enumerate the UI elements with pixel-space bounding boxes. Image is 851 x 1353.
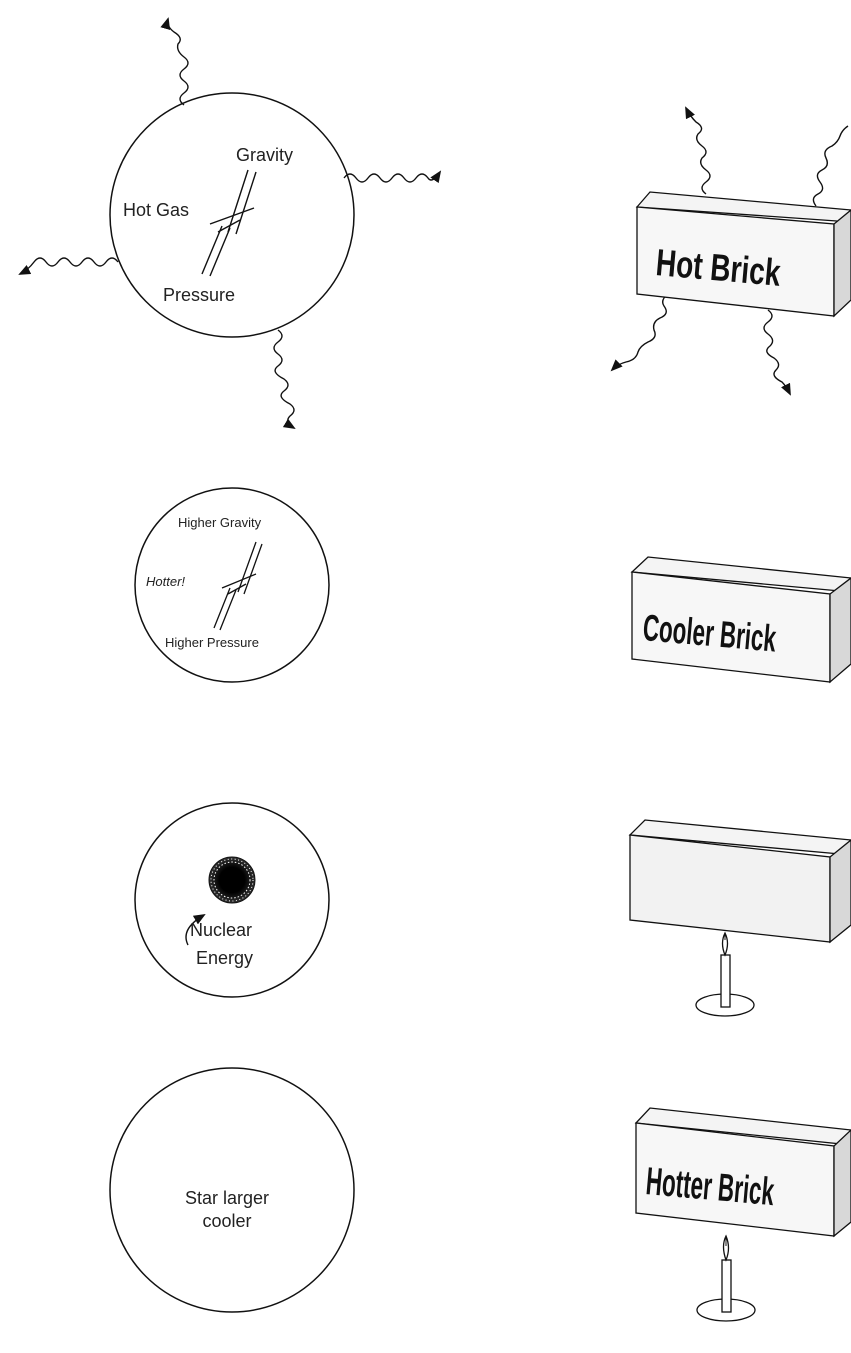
brick-front-face (630, 835, 830, 942)
brick-side-face (834, 1130, 851, 1236)
brick-panel-2: Cooler Brick (632, 557, 851, 682)
label-gravity: Gravity (236, 145, 293, 165)
label-star-larger: Star larger (185, 1188, 269, 1208)
brick-side-face (830, 578, 851, 682)
radiation-arrow-down (274, 330, 294, 428)
candle-icon (697, 1236, 755, 1321)
star-panel-2: Higher Gravity Hotter! Higher Pressure (135, 488, 329, 682)
label-pressure: Pressure (163, 285, 235, 305)
brick-panel-3 (630, 820, 851, 1016)
label-higher-pressure: Higher Pressure (165, 635, 259, 650)
force-balance-icon (214, 542, 262, 630)
radiation-arrow-up (686, 108, 710, 194)
star-panel-3: Nuclear Energy (135, 803, 329, 997)
star-panel-1: Hot Gas Gravity Pressure (20, 19, 440, 428)
radiation-arrow-left (20, 258, 118, 274)
radiation-arrow-downleft (612, 294, 668, 370)
brick-panel-1: Hot Brick (612, 108, 851, 394)
label-hot-gas: Hot Gas (123, 200, 189, 220)
label-cooler: cooler (202, 1211, 251, 1231)
candle-icon (696, 933, 754, 1016)
label-hotter: Hotter! (146, 574, 185, 589)
label-higher-gravity: Higher Gravity (178, 515, 262, 530)
radiation-arrow-upright (813, 126, 848, 206)
brick-side-face (834, 210, 851, 316)
radiation-arrow-right (344, 172, 440, 182)
label-energy: Energy (196, 948, 253, 968)
radiation-arrow-up (168, 19, 188, 105)
radiation-arrow-down (764, 310, 790, 394)
label-nuclear: Nuclear (190, 920, 252, 940)
nuclear-core-icon (209, 857, 255, 903)
brick-panel-4: Hotter Brick (636, 1108, 851, 1321)
force-balance-icon (202, 170, 256, 276)
star-panel-4: Star larger cooler (110, 1068, 354, 1312)
brick-side-face (830, 840, 851, 942)
